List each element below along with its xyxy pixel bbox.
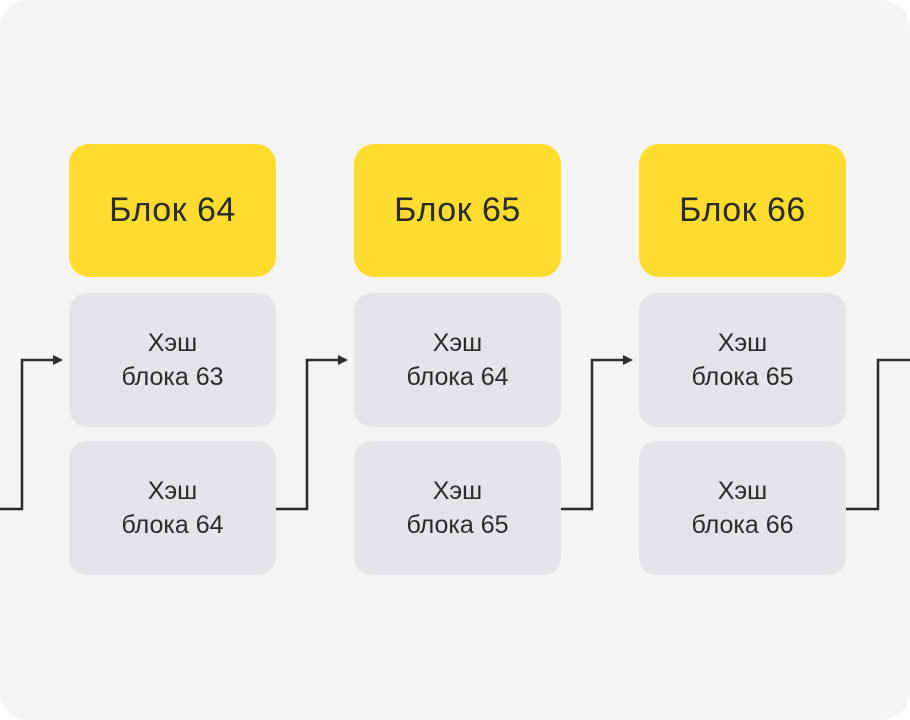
prev-hash-card: Хэш блока 63 (69, 293, 276, 427)
hash-label: Хэш (717, 477, 768, 505)
hash-label: Хэш (717, 329, 768, 357)
block-header: Блок 66 (639, 144, 846, 277)
hash-block-ref: блока 65 (691, 363, 794, 391)
hash-block-ref: блока 64 (121, 511, 224, 539)
connector-block-65-to-66 (561, 355, 633, 511)
hash-label: Хэш (147, 477, 198, 505)
prev-hash-card: Хэш блока 65 (639, 293, 846, 427)
block-header: Блок 65 (354, 144, 561, 277)
hash-block-ref: блока 63 (121, 363, 224, 391)
connector-out-of-block-66 (846, 358, 910, 511)
hash-label: Хэш (147, 329, 198, 357)
own-hash-card: Хэш блока 66 (639, 441, 846, 575)
own-hash-card: Хэш блока 64 (69, 441, 276, 575)
own-hash-card: Хэш блока 65 (354, 441, 561, 575)
prev-hash-card: Хэш блока 64 (354, 293, 561, 427)
block-header: Блок 64 (69, 144, 276, 277)
hash-block-ref: блока 65 (406, 511, 509, 539)
connector-into-block-64 (0, 355, 63, 511)
hash-block-ref: блока 66 (691, 511, 794, 539)
hash-block-ref: блока 64 (406, 363, 509, 391)
connector-block-64-to-65 (276, 355, 348, 511)
hash-label: Хэш (432, 329, 483, 357)
hash-label: Хэш (432, 477, 483, 505)
